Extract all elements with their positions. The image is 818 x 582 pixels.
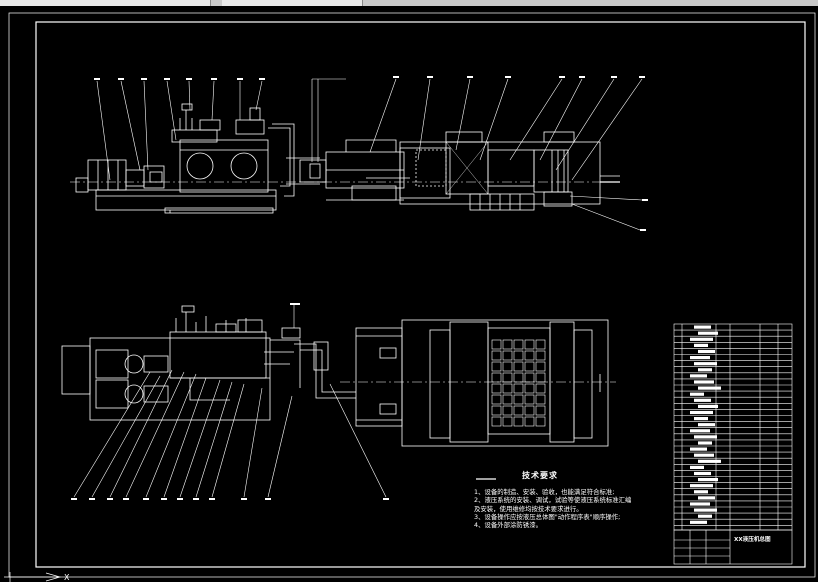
press-plate-cell [502, 405, 513, 416]
parts-list-cell-text [698, 459, 721, 463]
tech-requirement-item: 1、设备的制造、安装、验收，也能满足符合标准; [474, 488, 615, 496]
press-plate-cell [513, 383, 524, 394]
tech-requirement-item: 4、设备外部涂防锈漆。 [474, 521, 542, 530]
parts-list-cell-text [690, 465, 704, 469]
press-plate-cell [513, 350, 524, 361]
parts-list-cell-text [690, 520, 707, 524]
tech-requirement-item: 3、设备操作应按液压总体图"动作程序表"顺序操作; [474, 512, 621, 521]
press-plate-grid [491, 339, 546, 427]
press-plate-cell [535, 339, 546, 350]
press-plate-cell [535, 361, 546, 372]
parts-list-cell-text [694, 343, 708, 347]
press-plate-cell [491, 339, 502, 350]
parts-list-cell-text [694, 435, 717, 439]
parts-list-cell-text [694, 490, 708, 494]
press-plate-cell [535, 350, 546, 361]
press-plate-cell [513, 394, 524, 405]
parts-list-cell-text [698, 514, 712, 518]
press-plate-cell [535, 383, 546, 394]
press-plate-cell [502, 416, 513, 427]
tech-requirements-list: 1、设备的制造、安装、验收，也能满足符合标准; 2、液压系统的安装、调试，试验等… [474, 488, 674, 529]
parts-list-cell-text [698, 404, 718, 408]
parts-list-cell-text [690, 392, 704, 396]
parts-list-cell-text [694, 380, 714, 384]
toolbar-segment[interactable] [0, 0, 211, 6]
press-plate-cell [502, 339, 513, 350]
parts-list-cell-text [694, 362, 717, 366]
press-plate-cell [524, 372, 535, 383]
parts-list-cell-text [690, 484, 713, 488]
title-block [673, 529, 793, 565]
elevation-view [70, 103, 620, 214]
parts-list-cell-text [690, 410, 713, 415]
plan-view [61, 305, 616, 447]
elevation-leaders [94, 76, 648, 231]
press-plate-cell [502, 350, 513, 361]
parts-list-cell-text [698, 478, 718, 482]
press-plate-cell [513, 361, 524, 372]
tech-requirements-heading: 技术要求 [522, 471, 558, 480]
press-plate-cell [491, 383, 502, 394]
cad-toolbar-strip [0, 0, 818, 6]
parts-list-cell-text [690, 429, 710, 433]
tech-requirement-item: 及安装，使用维修均按技术要求进行。 [474, 504, 583, 513]
press-plate-cell [524, 394, 535, 405]
parts-list-cell-text [694, 453, 714, 457]
parts-list-cell-text [690, 374, 707, 378]
parts-list-cell-text [698, 423, 715, 427]
press-plate-cell [535, 416, 546, 427]
press-plate-cell [502, 361, 513, 372]
tech-requirement-item: 2、液压系统的安装、调试，试验等使液压系统标准汇编 [474, 496, 632, 505]
parts-list-cell-text [694, 417, 708, 421]
parts-list-cell-text [694, 471, 711, 476]
parts-list-table [673, 323, 793, 531]
parts-list-cell-text [698, 331, 718, 335]
press-plate-cell [513, 339, 524, 350]
press-plate-cell [502, 383, 513, 394]
press-plate-cell [524, 361, 535, 372]
press-plate-cell [502, 394, 513, 405]
inner-frame [35, 21, 806, 568]
outer-border [8, 12, 816, 578]
toolbar-segment[interactable] [222, 0, 363, 6]
parts-list-cell-text [694, 398, 711, 402]
parts-list-cell-text [698, 386, 721, 390]
press-plate-cell [524, 405, 535, 416]
parts-list-cell-text [698, 368, 712, 372]
press-plate-cell [513, 405, 524, 416]
press-plate-cell [524, 383, 535, 394]
parts-list-cell-text [690, 337, 713, 341]
drawing-title: XX液压机总图 [734, 537, 771, 543]
plan-leaders [71, 303, 389, 500]
parts-list-cell-text [698, 349, 715, 354]
parts-list-cell-text [690, 502, 710, 506]
press-plate-cell [491, 405, 502, 416]
press-plate-cell [502, 372, 513, 383]
press-plate-cell [535, 394, 546, 405]
press-plate-cell [491, 361, 502, 372]
press-plate-cell [535, 372, 546, 383]
press-plate-cell [524, 416, 535, 427]
ucs-corner-marker [4, 572, 62, 582]
press-plate-cell [491, 394, 502, 405]
parts-list-cell-text [690, 356, 710, 360]
parts-list-cell-text [694, 508, 717, 512]
press-plate-cell [491, 350, 502, 361]
press-plate-cell [524, 339, 535, 350]
parts-list-cell-text [698, 496, 715, 500]
parts-list-cell-text [694, 325, 711, 329]
press-plate-cell [513, 372, 524, 383]
parts-list-cell-text [690, 447, 707, 451]
parts-list-cell-text [698, 441, 712, 445]
press-plate-cell [491, 372, 502, 383]
press-plate-cell [524, 350, 535, 361]
ucs-x-label: X [64, 573, 70, 582]
press-plate-cell [535, 405, 546, 416]
press-plate-cell [491, 416, 502, 427]
press-plate-cell [513, 416, 524, 427]
